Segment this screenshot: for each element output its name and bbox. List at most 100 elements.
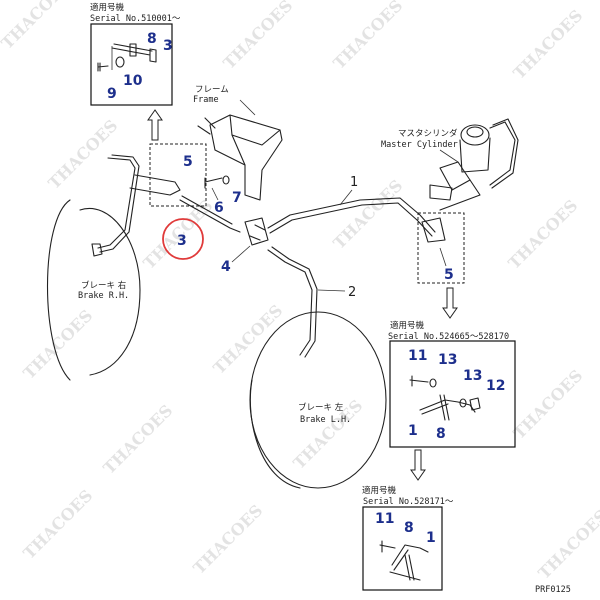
callout-8-bot: 8 bbox=[404, 520, 414, 536]
frame-holes bbox=[197, 117, 216, 135]
detail-box-right bbox=[417, 212, 465, 284]
detail-box-left bbox=[149, 143, 207, 207]
callout-1-mid: 1 bbox=[408, 423, 418, 439]
serial-box-mid-frame bbox=[389, 340, 516, 448]
callout-10: 10 bbox=[123, 73, 143, 89]
callout-13-mid-b: 13 bbox=[463, 368, 482, 384]
master-cyl-en: Master Cylinder bbox=[381, 140, 458, 150]
watermark: THACOES bbox=[509, 6, 586, 83]
frame-label-jp: フレーム bbox=[195, 85, 229, 95]
pipe-2 bbox=[267, 249, 313, 356]
serial-top-en: Serial No.510001～ bbox=[90, 14, 181, 24]
serial-bot-en: Serial No.528171～ bbox=[363, 497, 454, 507]
arrow-up bbox=[147, 109, 163, 141]
clip-bot bbox=[404, 554, 415, 581]
watermark: THACOES bbox=[209, 301, 286, 378]
bolt-11-bot bbox=[379, 540, 396, 553]
clamp-5-right bbox=[421, 217, 446, 243]
arrow-down-2 bbox=[410, 449, 426, 481]
callout-8: 8 bbox=[147, 31, 157, 47]
serial-box-bot: 適用号機 Serial No.528171～ 11 8 1 bbox=[362, 485, 454, 591]
serial-mid-en: Serial No.524665～528170 bbox=[388, 332, 509, 342]
frame-leader bbox=[239, 99, 256, 116]
washer-13b bbox=[459, 398, 467, 408]
callout-3-highlight: 3 bbox=[177, 233, 187, 249]
callout-3: 3 bbox=[163, 38, 173, 54]
pipe-2-outer bbox=[271, 246, 318, 358]
fitting-rh bbox=[91, 243, 103, 257]
master-cylinder bbox=[429, 118, 519, 211]
watermark: THACOES bbox=[329, 0, 406, 73]
pin-bracket bbox=[111, 43, 157, 63]
leader-5-right bbox=[439, 247, 447, 267]
serial-box-bot-frame bbox=[362, 506, 443, 591]
bracket-bot bbox=[391, 544, 429, 571]
junction-block bbox=[244, 217, 269, 246]
callout-11-bot: 11 bbox=[375, 511, 394, 527]
bolt-6 bbox=[204, 177, 223, 189]
brake-lh-jp: ブレーキ 左 bbox=[298, 402, 344, 413]
leader-2 bbox=[317, 289, 346, 292]
drawing-code: PRF0125 bbox=[535, 585, 571, 595]
watermark: THACOES bbox=[44, 116, 121, 193]
leader-4 bbox=[231, 245, 251, 263]
callout-1-bot: 1 bbox=[426, 530, 436, 546]
callout-6: 6 bbox=[214, 200, 224, 216]
watermark: THACOES bbox=[189, 501, 266, 578]
watermark: THACOES bbox=[19, 486, 96, 563]
callout-12-mid: 12 bbox=[486, 378, 505, 394]
callout-4: 4 bbox=[221, 259, 231, 275]
frame-bracket bbox=[209, 114, 283, 201]
nut-12 bbox=[469, 397, 481, 411]
frame-label-en: Frame bbox=[193, 95, 219, 105]
callout-9: 9 bbox=[107, 86, 117, 102]
arrow-down-1 bbox=[442, 287, 458, 319]
watermark: THACOES bbox=[19, 306, 96, 383]
pin-3-edge bbox=[181, 195, 233, 225]
washer bbox=[115, 56, 125, 68]
watermark: THACOES bbox=[329, 176, 406, 253]
frame-bracket-inner bbox=[229, 114, 281, 146]
tube-brake-rh-outer bbox=[99, 154, 140, 253]
washer-7 bbox=[222, 175, 230, 185]
pin-3 bbox=[179, 199, 241, 233]
clamp-5-left bbox=[129, 174, 181, 196]
brake-lh-en: Brake L.H. bbox=[300, 415, 351, 425]
pipe-1 bbox=[267, 197, 436, 233]
bolt bbox=[97, 62, 109, 72]
serial-top-jp: 適用号機 bbox=[90, 2, 125, 13]
master-cyl-leader bbox=[439, 149, 459, 163]
brake-rh-inner bbox=[47, 199, 71, 381]
callout-2-main: 2 bbox=[348, 285, 356, 300]
callout-8-mid: 8 bbox=[436, 426, 446, 442]
serial-box-mid: 適用号機 Serial No.524665～528170 11 13 13 12… bbox=[388, 320, 516, 448]
bolt-11 bbox=[409, 375, 429, 387]
callout-11-mid: 11 bbox=[408, 348, 427, 364]
junction-detail bbox=[249, 224, 266, 241]
brake-rh-outline bbox=[79, 207, 141, 376]
master-cyl-jp: マスタシリンダ bbox=[398, 128, 458, 139]
brake-rh-en: Brake R.H. bbox=[78, 291, 129, 301]
brake-rh-jp: ブレーキ 右 bbox=[81, 280, 126, 291]
brake-lh-drum bbox=[249, 311, 387, 489]
serial-box-top-frame bbox=[90, 23, 173, 106]
callout-1-main: 1 bbox=[350, 175, 358, 190]
serial-mid-jp: 適用号機 bbox=[390, 320, 425, 331]
watermark: THACOES bbox=[509, 366, 586, 443]
base-bot bbox=[389, 571, 421, 581]
clip bbox=[129, 43, 137, 57]
callout-7: 7 bbox=[232, 190, 242, 206]
watermark: THACOES bbox=[534, 506, 600, 583]
watermark: THACOES bbox=[0, 0, 74, 53]
callout-5-right: 5 bbox=[444, 267, 454, 283]
leader-6 bbox=[211, 187, 219, 201]
watermark: THACOES bbox=[219, 0, 296, 73]
watermark: THACOES bbox=[504, 196, 581, 273]
washer-13a bbox=[429, 378, 437, 388]
watermark: THACOES bbox=[99, 401, 176, 478]
serial-bot-jp: 適用号機 bbox=[362, 485, 397, 496]
brake-lh-rim bbox=[249, 379, 301, 489]
serial-box-top: 適用号機 Serial No.510001～ 8 3 10 9 bbox=[90, 2, 181, 106]
clip-1 bbox=[439, 394, 450, 421]
pipe-1-outer bbox=[269, 202, 433, 237]
